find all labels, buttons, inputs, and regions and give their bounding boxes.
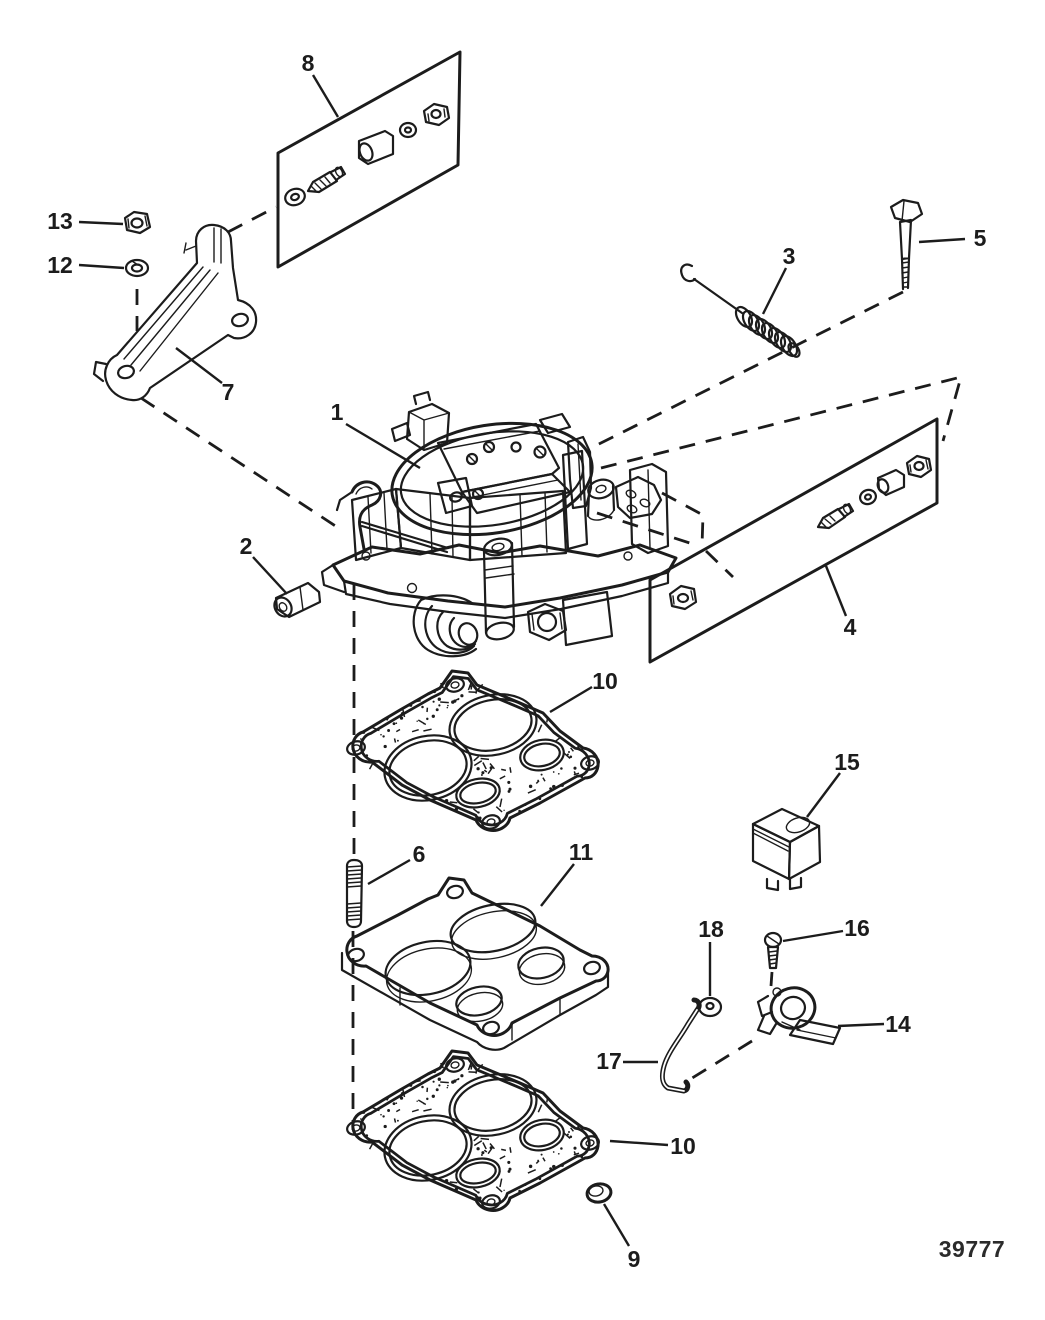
callout-label-2: 2	[240, 533, 253, 559]
callout-label-18: 18	[698, 916, 724, 942]
callout-label-6: 6	[413, 841, 426, 867]
stud-6	[345, 858, 364, 929]
nut-13	[123, 210, 152, 235]
callout-leader-2	[252, 556, 288, 595]
callout-leader-10	[609, 1139, 669, 1147]
clamp-14	[756, 986, 842, 1046]
spring-3	[680, 263, 801, 358]
kit-nut-a	[668, 584, 698, 611]
assembly-dashed-lines	[135, 205, 964, 1125]
gasket-10-lower	[346, 1051, 601, 1211]
callout-leader-7	[175, 347, 223, 384]
callout-label-15: 15	[834, 749, 860, 775]
callout-label-17: 17	[596, 1048, 622, 1074]
needle-valve	[306, 165, 347, 194]
gasket-texture	[360, 682, 584, 821]
mixture-tube	[357, 129, 395, 166]
callout-label-14: 14	[885, 1011, 911, 1037]
callout-leader-12	[78, 263, 125, 270]
kit-nut	[422, 102, 451, 127]
callout-label-16: 16	[844, 915, 870, 941]
callout-leader-5	[918, 237, 966, 244]
callout-label-8: 8	[302, 50, 315, 76]
callout-leader-6	[367, 858, 411, 886]
needle-valve-b	[816, 502, 855, 530]
kit-plate-8	[276, 50, 462, 269]
kit-nut-b	[905, 454, 933, 479]
callout-leader-3	[761, 267, 788, 315]
callout-leader-1	[345, 422, 421, 470]
bracket-7	[92, 223, 258, 402]
carburetor-1	[320, 390, 678, 658]
callout-label-5: 5	[974, 225, 987, 251]
mixture-tube-b	[876, 468, 906, 497]
gasket-10	[346, 669, 600, 832]
callout-label-7: 7	[222, 379, 235, 405]
bushing-2	[273, 581, 322, 619]
callout-leader-4	[824, 565, 848, 617]
callout-leader-10	[549, 685, 593, 714]
callout-leader-8	[311, 74, 340, 118]
callout-leader-15	[806, 772, 841, 818]
callout-label-12: 12	[47, 252, 73, 278]
bolt-5	[889, 198, 924, 291]
callout-label-13: 13	[47, 208, 73, 234]
plug-9	[585, 1182, 613, 1204]
washer-18	[697, 996, 723, 1018]
float-15	[751, 807, 822, 892]
drawing-number: 39777	[939, 1236, 1005, 1262]
callout-label-4: 4	[844, 614, 857, 640]
callout-label-3: 3	[783, 243, 796, 269]
kit-plate-4	[648, 417, 939, 664]
screw-16	[763, 931, 783, 970]
adapter-plate-11	[340, 876, 610, 1051]
rod-17	[659, 997, 702, 1094]
callout-label-10: 10	[670, 1133, 696, 1159]
washer-12	[124, 258, 150, 278]
callout-label-1: 1	[331, 399, 344, 425]
callout-leader-13	[78, 220, 124, 226]
callout-leader-16	[782, 929, 844, 943]
callout-leader-14	[837, 1022, 885, 1028]
callout-label-9: 9	[628, 1246, 641, 1272]
callout-label-11: 11	[569, 839, 594, 865]
callout-leader-11	[540, 863, 575, 907]
callout-leader-9	[602, 1203, 631, 1247]
callout-label-10: 10	[592, 668, 618, 694]
